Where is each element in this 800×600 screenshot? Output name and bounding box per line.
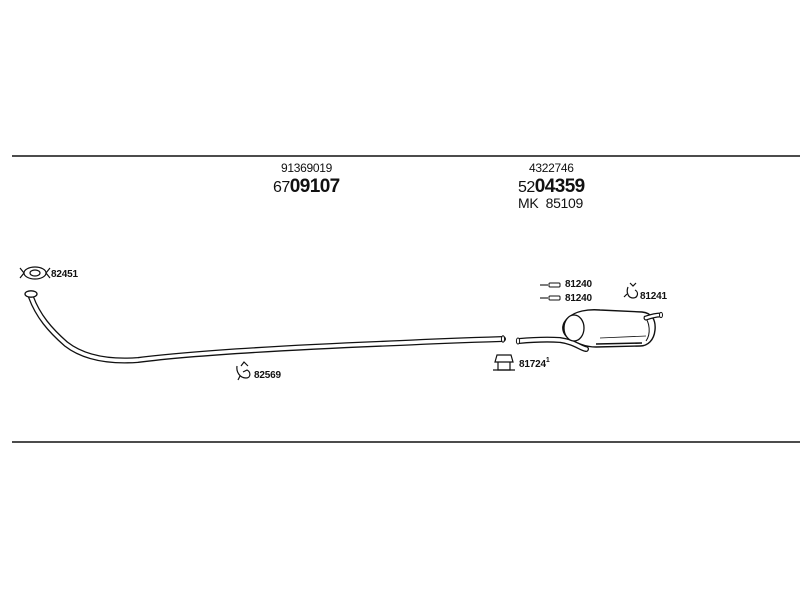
group-front-code-prefix: 67 xyxy=(273,179,290,196)
label-bolt-top: 81240 xyxy=(565,279,592,290)
bolt-icon-top xyxy=(540,282,561,288)
clamp-right-icon xyxy=(623,282,639,299)
front-pipe xyxy=(24,290,506,364)
label-bolt-bottom: 81240 xyxy=(565,293,592,304)
label-rubber-mount: 817241 xyxy=(519,357,550,370)
group-front-code-main: 09107 xyxy=(289,176,340,197)
bolt-icon-bottom xyxy=(540,295,561,301)
group-front-part-code: 6709107 xyxy=(273,177,340,196)
group-rear-ref-code: 4322746 xyxy=(529,161,574,175)
label-gasket: 82451 xyxy=(51,269,78,280)
label-rubber-mount-sup: 1 xyxy=(545,357,550,364)
label-clamp-right: 81241 xyxy=(640,291,667,302)
label-rubber-mount-code: 81724 xyxy=(519,359,546,370)
rear-silencer xyxy=(515,309,663,352)
front-clamp-icon xyxy=(236,361,251,381)
group-rear-part-code: 5204359 xyxy=(518,177,585,196)
gasket-icon xyxy=(19,266,51,280)
label-front-clamp: 82569 xyxy=(254,370,281,381)
group-rear-mk-code: MK 85109 xyxy=(518,195,584,211)
group-rear-code-prefix: 52 xyxy=(518,179,535,196)
group-front-ref-code: 91369019 xyxy=(281,161,332,175)
rubber-mount-icon xyxy=(493,354,515,371)
group-rear-code-main: 04359 xyxy=(534,176,585,197)
